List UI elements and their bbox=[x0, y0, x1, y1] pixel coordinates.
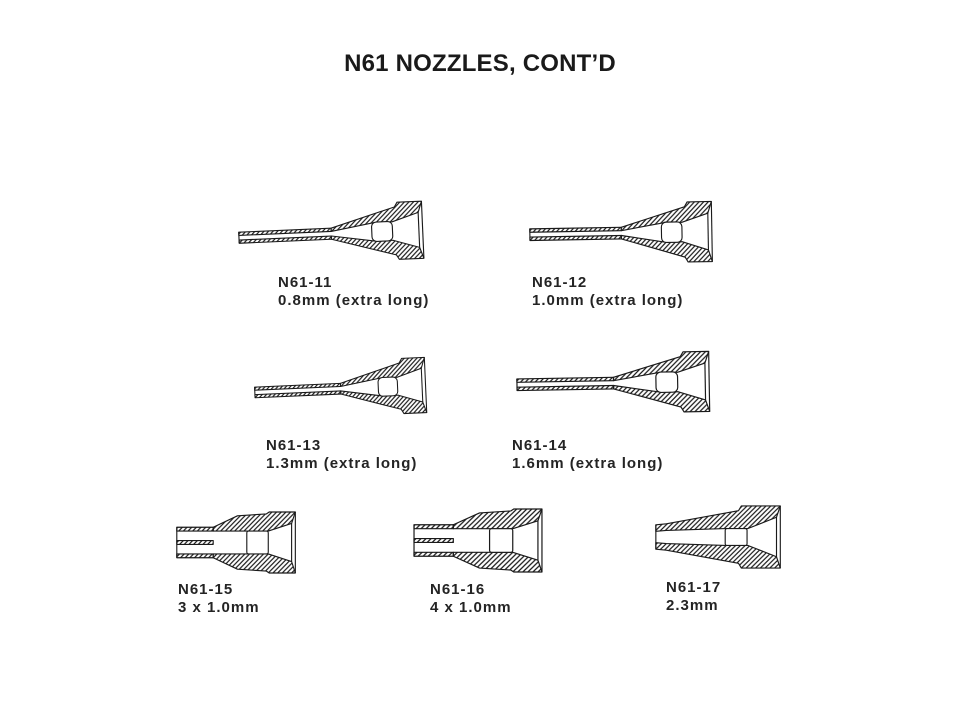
nozzle-id: N61-13 bbox=[266, 437, 322, 454]
extra-long-nozzle-drawing-icon bbox=[236, 200, 436, 268]
tapered-nozzle-drawing-icon bbox=[653, 505, 786, 569]
nozzle-size: 4 x 1.0mm bbox=[430, 599, 512, 616]
extra-long-nozzle-drawing-icon bbox=[527, 200, 724, 265]
nozzle-id: N61-16 bbox=[430, 581, 486, 598]
stepped-multi-hole-nozzle-drawing-icon bbox=[411, 508, 547, 573]
nozzle-id: N61-12 bbox=[532, 274, 588, 291]
extra-long-nozzle-drawing-icon bbox=[514, 350, 722, 416]
stepped-multi-hole-nozzle-drawing-icon bbox=[174, 511, 300, 574]
nozzle-size: 0.8mm (extra long) bbox=[278, 292, 430, 309]
nozzle-size: 1.0mm (extra long) bbox=[532, 292, 684, 309]
nozzle-size: 2.3mm bbox=[666, 597, 719, 614]
nozzle-id: N61-17 bbox=[666, 579, 722, 596]
nozzle-id: N61-11 bbox=[278, 274, 333, 291]
nozzle-id: N61-14 bbox=[512, 437, 568, 454]
nozzle-id: N61-15 bbox=[178, 581, 234, 598]
nozzle-size: 1.3mm (extra long) bbox=[266, 455, 418, 472]
nozzle-size: 1.6mm (extra long) bbox=[512, 455, 664, 472]
nozzle-size: 3 x 1.0mm bbox=[178, 599, 260, 616]
page-title: N61 NOZZLES, CONT’D bbox=[344, 50, 616, 77]
extra-long-nozzle-drawing-icon bbox=[252, 356, 438, 421]
